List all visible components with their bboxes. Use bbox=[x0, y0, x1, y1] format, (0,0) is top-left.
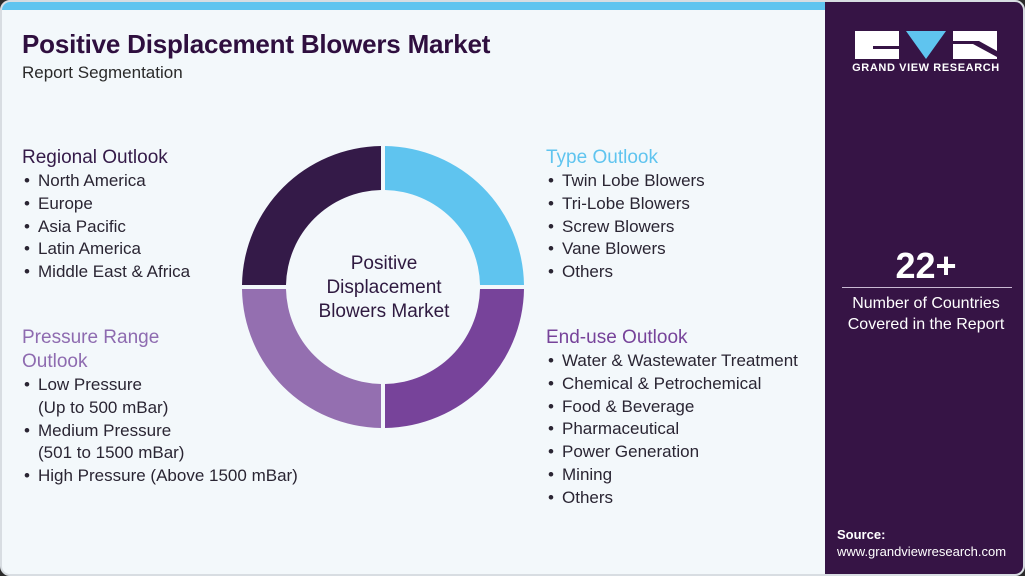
list-item: Latin America bbox=[22, 238, 190, 261]
list-item: High Pressure (Above 1500 mBar) bbox=[22, 465, 298, 488]
caption-line-2: Covered in the Report bbox=[847, 316, 1005, 333]
type-outlook-heading: Type Outlook bbox=[546, 147, 658, 168]
end-use-outlook-list: Water & Wastewater Treatment Chemical & … bbox=[546, 350, 798, 510]
type-outlook-list: Twin Lobe Blowers Tri-Lobe Blowers Screw… bbox=[546, 170, 705, 284]
regional-outlook-list: North America Europe Asia Pacific Latin … bbox=[22, 170, 190, 284]
donut-segment-regional bbox=[242, 146, 381, 285]
sidebar-panel bbox=[825, 2, 1023, 574]
heading-line-1: Pressure Range bbox=[22, 327, 160, 348]
center-line-3: Blowers Market bbox=[318, 301, 450, 322]
page-title: Positive Displacement Blowers Market bbox=[22, 29, 491, 59]
pressure-range-outlook-heading: Pressure Range Outlook bbox=[22, 326, 298, 374]
list-item: Food & Beverage bbox=[546, 396, 798, 419]
item-line-2: (501 to 1500 mBar) bbox=[38, 443, 185, 463]
center-line-1: Positive bbox=[350, 253, 418, 274]
list-item: Medium Pressure (501 to 1500 mBar) bbox=[22, 420, 298, 466]
list-item: Vane Blowers bbox=[546, 238, 705, 261]
regional-outlook-heading: Regional Outlook bbox=[22, 147, 168, 168]
list-item: Power Generation bbox=[546, 441, 798, 464]
heading-line-2: Outlook bbox=[22, 351, 88, 372]
logo-text: GRAND VIEW RESEARCH bbox=[852, 62, 1000, 74]
stat-divider bbox=[842, 287, 1012, 288]
list-item: Tri-Lobe Blowers bbox=[546, 193, 705, 216]
end-use-outlook-section: End-use Outlook Water & Wastewater Treat… bbox=[546, 326, 798, 510]
list-item: Asia Pacific bbox=[22, 216, 190, 239]
list-item: Chemical & Petrochemical bbox=[546, 373, 798, 396]
pressure-range-outlook-section: Pressure Range Outlook Low Pressure (Up … bbox=[22, 326, 298, 488]
donut-segment-type bbox=[385, 146, 524, 285]
list-item: Others bbox=[546, 261, 705, 284]
source-label: Source: bbox=[837, 527, 886, 542]
donut-segment-pressure bbox=[242, 289, 381, 428]
item-line-1: Medium Pressure bbox=[38, 420, 172, 440]
list-item: Middle East & Africa bbox=[22, 261, 190, 284]
list-item: North America bbox=[22, 170, 190, 193]
logo-r-block bbox=[953, 31, 997, 59]
list-item: Low Pressure (Up to 500 mBar) bbox=[22, 374, 298, 420]
gvr-logo-icon bbox=[855, 31, 997, 59]
logo-g-block bbox=[855, 31, 899, 59]
list-item: Europe bbox=[22, 193, 190, 216]
item-line-1: Low Pressure bbox=[38, 375, 142, 394]
donut-segment-enduse bbox=[385, 289, 524, 428]
list-item: Mining bbox=[546, 464, 798, 487]
segmentation-donut-chart bbox=[242, 146, 524, 428]
list-item: Twin Lobe Blowers bbox=[546, 170, 705, 193]
list-item: Screw Blowers bbox=[546, 216, 705, 239]
list-item: Pharmaceutical bbox=[546, 418, 798, 441]
item-line-2: (Up to 500 mBar) bbox=[38, 397, 169, 417]
caption-line-1: Number of Countries bbox=[852, 295, 1000, 312]
pressure-range-list: Low Pressure (Up to 500 mBar) Medium Pre… bbox=[22, 374, 298, 488]
end-use-outlook-heading: End-use Outlook bbox=[546, 327, 688, 348]
countries-count: 22+ bbox=[895, 245, 957, 286]
item-line-1: High Pressure (Above 1500 mBar) bbox=[38, 466, 298, 486]
source-url[interactable]: www.grandviewresearch.com bbox=[837, 544, 1007, 559]
type-outlook-section: Type Outlook Twin Lobe Blowers Tri-Lobe … bbox=[546, 146, 705, 284]
logo-v-triangle bbox=[906, 31, 946, 59]
donut-center-label: Positive Displacement Blowers Market bbox=[286, 252, 482, 324]
regional-outlook-section: Regional Outlook North America Europe As… bbox=[22, 146, 190, 284]
list-item: Others bbox=[546, 487, 798, 510]
list-item: Water & Wastewater Treatment bbox=[546, 350, 798, 373]
center-line-2: Displacement bbox=[326, 277, 442, 298]
accent-top-bar bbox=[2, 2, 826, 10]
page-subtitle: Report Segmentation bbox=[22, 63, 183, 82]
countries-caption: Number of Countries Covered in the Repor… bbox=[825, 293, 1023, 335]
